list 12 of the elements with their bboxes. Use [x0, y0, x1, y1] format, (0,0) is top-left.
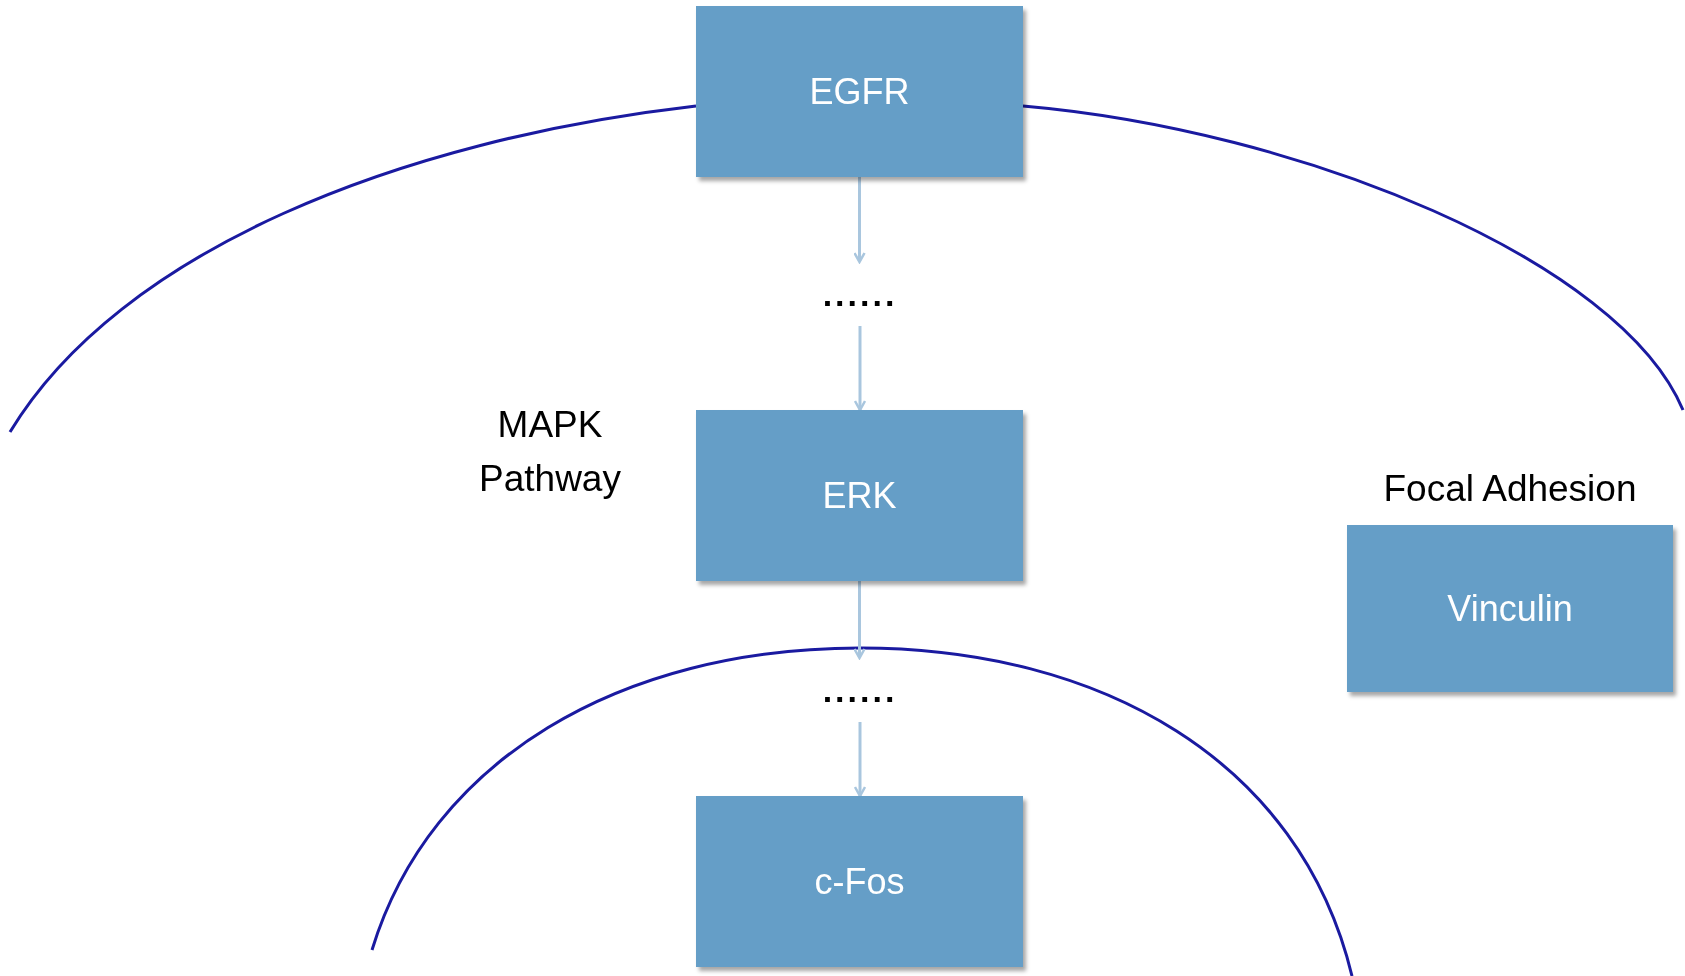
group-heading: Focal Adhesion [1382, 467, 1638, 511]
ellipsis-text: ...... [800, 658, 920, 722]
pathway-label: MAPK Pathway [478, 403, 622, 501]
arrow [853, 581, 866, 660]
arrow [853, 722, 867, 798]
arrow [853, 177, 866, 264]
process-box: ERK [696, 410, 1023, 581]
process-box: Vinculin [1347, 525, 1673, 692]
ellipsis-text: ...... [800, 262, 920, 326]
process-box: c-Fos [696, 796, 1023, 967]
arrow [853, 326, 867, 412]
process-box: EGFR [696, 6, 1023, 177]
